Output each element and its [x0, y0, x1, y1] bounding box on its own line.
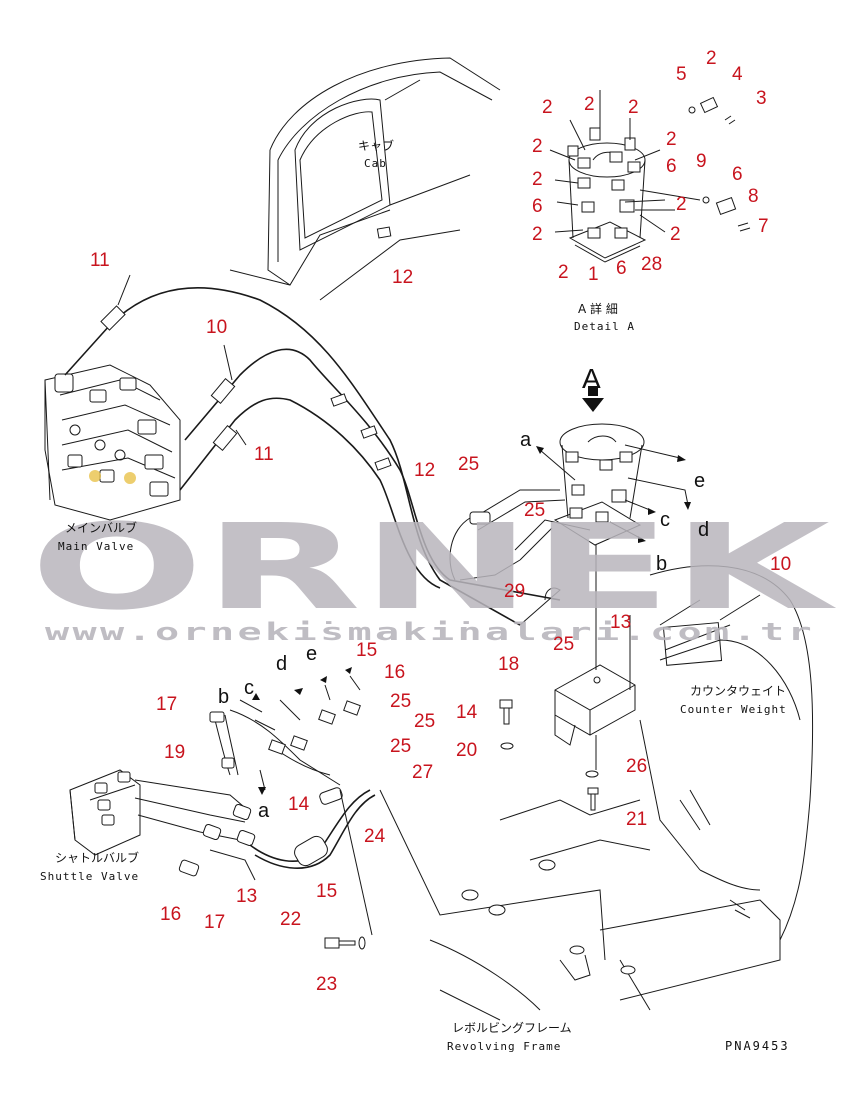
port-letter-d: d	[698, 519, 709, 541]
counter-weight-label-jp: カウンタウェイト	[690, 684, 786, 698]
callout-19: 14	[456, 702, 478, 723]
callout-15: 16	[384, 662, 405, 683]
callout-2: 2	[532, 136, 543, 157]
callout-4: 4	[732, 64, 743, 85]
callout-7: 7	[758, 216, 769, 237]
callout-21: 24	[364, 826, 386, 847]
callout-2: 2	[542, 97, 553, 118]
watermark-url: www.orneki̇smaki̇nalari.com.tr	[45, 618, 815, 646]
callout-2: 6	[616, 258, 627, 279]
port-letter-a: a	[520, 429, 532, 451]
counter-weight-label-en: Counter Weight	[680, 703, 787, 716]
callout-29: 10	[770, 554, 791, 575]
port-letter-d: d	[276, 653, 287, 675]
callout-20: 20	[456, 740, 477, 761]
port-letter-e: e	[694, 470, 705, 492]
revolving-frame-label-jp: レボルビングフレーム	[452, 1021, 572, 1035]
callout-2: 2	[628, 97, 639, 118]
callout-13: 15	[356, 640, 377, 661]
callout-22: 23	[316, 974, 337, 995]
counter-weight	[639, 565, 814, 941]
callout-25: 29	[504, 581, 525, 602]
callout-14: 19	[164, 742, 185, 763]
callout-25: 12	[414, 460, 435, 481]
main-valve	[44, 364, 181, 521]
callout-15: 13	[236, 886, 257, 907]
shuttle-valve-label-jp: シャトルバルブ	[55, 850, 139, 865]
callout-14: 14	[288, 794, 310, 815]
detail-label-en: Detail A	[574, 320, 635, 333]
detail-a-swivel	[549, 90, 751, 263]
main-valve-label-jp: メインバルブ	[65, 520, 137, 535]
callout-12: 25	[524, 500, 545, 521]
callout-2: 2	[558, 262, 569, 283]
callout-8: 8	[748, 186, 759, 207]
callout-6: 6	[732, 164, 743, 185]
callout-25: 27	[412, 762, 433, 783]
callout-2: 2	[706, 48, 717, 69]
callout-2: 2	[532, 224, 543, 245]
revolving-frame	[429, 789, 781, 1021]
callout-2: 2	[676, 194, 687, 215]
drawing-code: PNA9453	[725, 1039, 790, 1053]
callout-2: 2	[584, 94, 595, 115]
callout-2: 2	[666, 129, 677, 150]
shuttle-valve	[69, 769, 256, 881]
upper-hoses	[64, 274, 561, 626]
callout-10: 25	[553, 634, 574, 655]
port-letter-e: e	[306, 643, 317, 665]
callout-18: 13	[610, 612, 631, 633]
callout-28: 12	[392, 267, 413, 288]
callout-6: 6	[532, 196, 543, 217]
main-valve-label-en: Main Valve	[58, 540, 134, 553]
callout-16: 25	[390, 691, 411, 712]
swivel-joint-assembly	[449, 386, 691, 670]
revolving-frame-label-en: Revolving Frame	[447, 1040, 561, 1053]
view-arrow-label: A	[582, 363, 601, 394]
callout-11: 10	[206, 317, 227, 338]
callout-25: 18	[498, 654, 519, 675]
callout-12: 11	[90, 250, 110, 271]
port-letter-c: c	[244, 677, 254, 699]
callout-numbers: 5 2 4 3 2 2 2 2 2 6 9 2 6 6 8 2 2 7 2 2 …	[90, 48, 791, 995]
callout-1: 1	[588, 264, 599, 285]
callout-24: 15	[316, 881, 337, 902]
pilot-hose-bundle	[209, 667, 606, 961]
callout-10: 11	[254, 444, 274, 465]
callout-13: 16	[160, 904, 181, 925]
port-letter-a: a	[258, 800, 270, 822]
cab-label-en: Cab	[364, 157, 387, 170]
cab-label-jp: キャブ	[358, 138, 394, 153]
callout-27: 26	[626, 756, 647, 777]
callout-6: 6	[666, 156, 677, 177]
callout-2: 2	[670, 224, 681, 245]
callout-2: 2	[532, 169, 543, 190]
callout-17: 25	[390, 736, 411, 757]
port-letter-b: b	[218, 686, 229, 708]
callout-17: 22	[280, 909, 301, 930]
callout-16: 17	[204, 912, 225, 933]
callout-25: 25	[414, 711, 435, 732]
port-letter-b: b	[656, 553, 667, 575]
callout-11: 25	[458, 454, 479, 475]
cab-outline	[229, 57, 501, 301]
shuttle-valve-label-en: Shuttle Valve	[40, 870, 139, 883]
callout-9: 9	[696, 151, 707, 172]
watermark-brand: ORNEK	[30, 498, 838, 636]
callout-6: 28	[641, 254, 662, 275]
callout-3: 3	[756, 88, 767, 109]
callout-25: 17	[156, 694, 177, 715]
callout-26: 21	[626, 809, 647, 830]
port-letters: a e c d b d e c b a	[218, 429, 709, 822]
port-letter-c: c	[660, 509, 670, 531]
callout-5: 5	[676, 64, 687, 85]
bracket-and-bolts	[499, 599, 701, 811]
detail-label-jp: A 詳 細	[578, 301, 618, 316]
